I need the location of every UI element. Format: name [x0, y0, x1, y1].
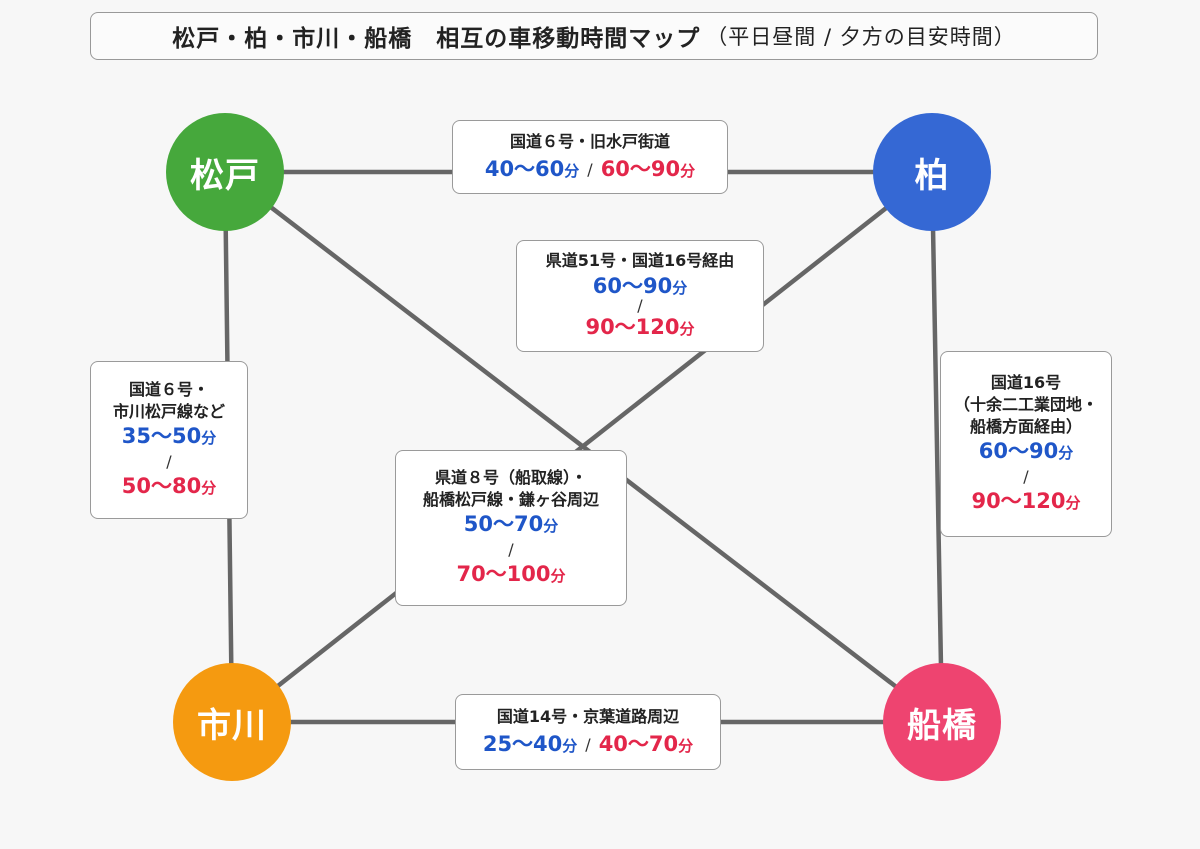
daytime-time: 60〜90分 [978, 439, 1074, 464]
edge-label-matsudo-kashiwa: 国道６号・旧水戸街道 40〜60分 / 60〜90分 [452, 120, 728, 194]
evening-time: 90〜120分 [971, 489, 1081, 514]
evening-time: 40〜70分 [598, 732, 694, 757]
daytime-time: 60〜90分 [592, 274, 688, 299]
route-line: 国道14号・京葉道路周辺 [496, 706, 680, 726]
route-line: 県道51号・国道16号経由 [545, 251, 735, 271]
time-separator: / [587, 159, 593, 179]
edge-matsudo-funabashi [222, 169, 945, 725]
evening-time: 50〜80分 [121, 474, 217, 499]
node-label: 柏 [914, 155, 950, 196]
route-line: 国道６号・旧水戸街道 [509, 131, 670, 151]
daytime-time: 35〜50分 [121, 424, 217, 449]
time-row: 40〜60分 / 60〜90分 [485, 155, 695, 183]
daytime-time: 25〜40分 [482, 732, 578, 757]
route-line: 県道８号（船取線）・ [434, 468, 587, 488]
node-matsudo: 松戸 [166, 113, 284, 231]
route-line: 船橋松戸線・鎌ヶ谷周辺 [422, 489, 599, 509]
edge-label-kashiwa-ichikawa: 県道51号・国道16号経由 60〜90分 / 90〜120分 [516, 240, 764, 352]
daytime-time: 40〜60分 [484, 157, 580, 182]
node-label: 松戸 [190, 155, 260, 196]
evening-time: 60〜90分 [600, 157, 696, 182]
route-line: （十余二工業団地・ [953, 395, 1098, 415]
edge-kashiwa-funabashi [929, 169, 945, 725]
route-line: 国道16号 [990, 373, 1062, 393]
route-line: 市川松戸線など [112, 401, 225, 421]
evening-time: 70〜100分 [456, 562, 566, 587]
edge-label-ichikawa-funabashi: 国道14号・京葉道路周辺 25〜40分 / 40〜70分 [455, 694, 721, 770]
node-funabashi: 船橋 [883, 663, 1001, 781]
node-ichikawa: 市川 [173, 663, 291, 781]
time-separator: / [585, 734, 591, 754]
time-separator: / [637, 296, 643, 316]
route-line: 国道６号・ [128, 380, 209, 400]
node-label: 市川 [197, 705, 267, 746]
edge-label-matsudo-funabashi: 県道８号（船取線）・ 船橋松戸線・鎌ヶ谷周辺 50〜70分 / 70〜100分 [395, 450, 627, 606]
diagram-title: 松戸・柏・市川・船橋 相互の車移動時間マップ （平日昼間 / 夕方の目安時間） [90, 12, 1098, 60]
time-separator: / [1023, 466, 1029, 486]
evening-time: 90〜120分 [585, 315, 695, 340]
edge-label-matsudo-ichikawa: 国道６号・ 市川松戸線など 35〜50分 / 50〜80分 [90, 361, 248, 519]
node-label: 船橋 [907, 705, 977, 746]
time-separator: / [508, 539, 514, 559]
route-line: 船橋方面経由） [969, 416, 1082, 436]
edge-label-kashiwa-funabashi: 国道16号 （十余二工業団地・ 船橋方面経由） 60〜90分 / 90〜120分 [940, 351, 1112, 537]
daytime-time: 50〜70分 [463, 512, 559, 537]
node-kashiwa: 柏 [873, 113, 991, 231]
title-main: 松戸・柏・市川・船橋 相互の車移動時間マップ [172, 26, 701, 52]
time-row: 25〜40分 / 40〜70分 [483, 730, 693, 758]
time-separator: / [166, 451, 172, 471]
title-sub: （平日昼間 / 夕方の目安時間） [706, 25, 1016, 49]
